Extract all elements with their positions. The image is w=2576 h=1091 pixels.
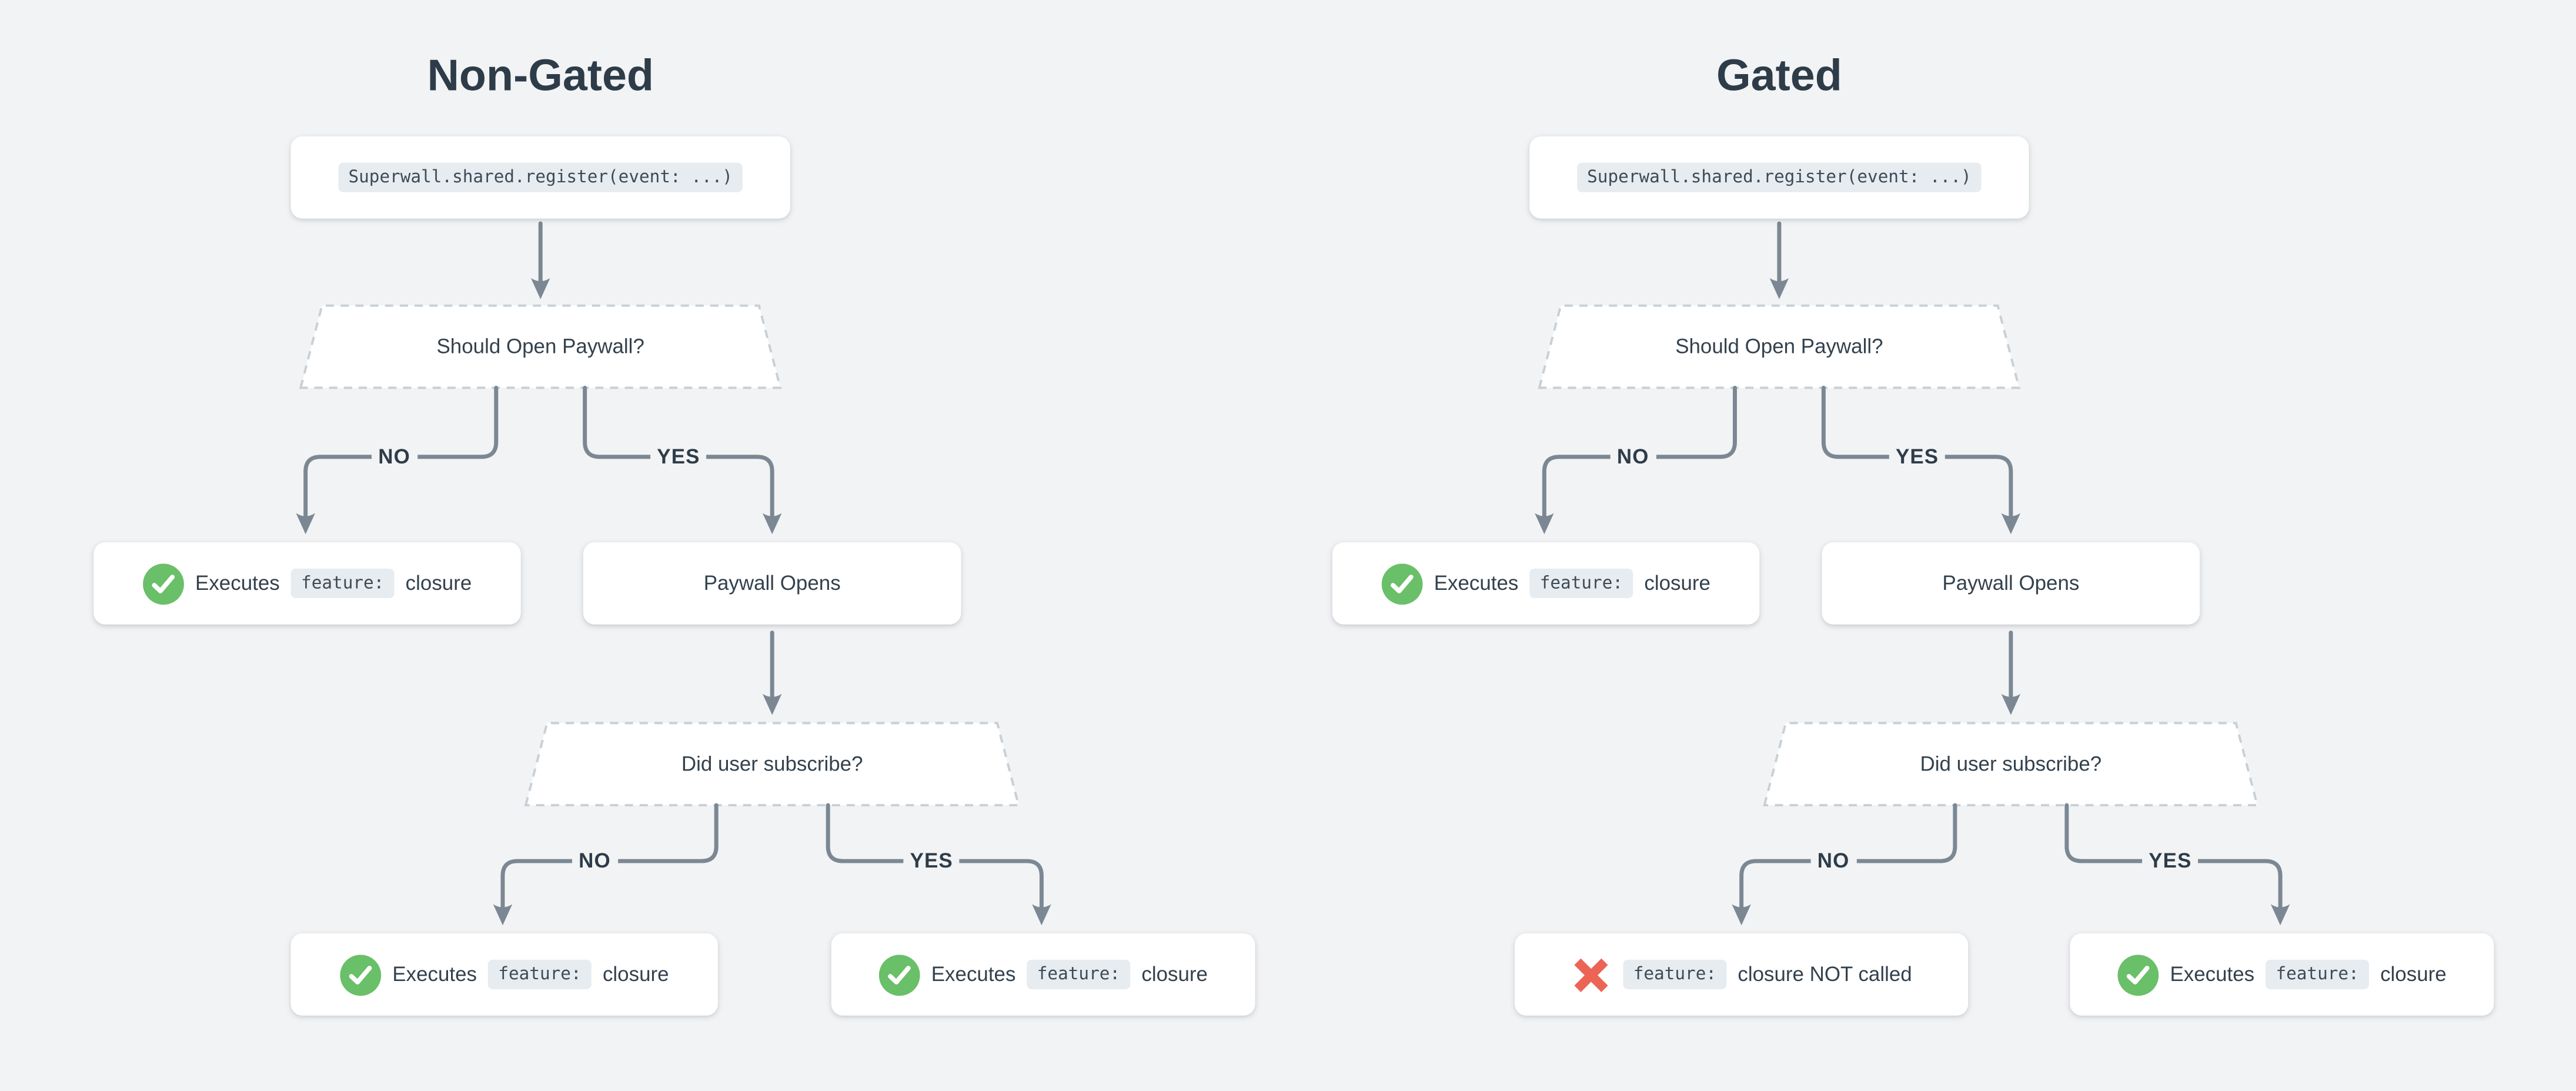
- check-circle-icon: [1381, 562, 1423, 604]
- check-circle-icon: [142, 562, 184, 604]
- node-paywall-opens: Paywall Opens: [583, 542, 961, 625]
- feature-code-chip: feature:: [291, 568, 395, 599]
- result-executes-feature-closure: Executes feature: closure: [93, 542, 521, 625]
- flowchart-gated: Gated Superwall.shared.register(event: .…: [1239, 0, 2527, 1091]
- decision-should-open-paywall: Should Open Paywall?: [1675, 335, 1883, 359]
- branch-label-yes: YES: [650, 445, 707, 469]
- feature-code-chip: feature:: [1623, 959, 1726, 990]
- cross-mark-icon: [1574, 957, 1609, 992]
- result-text-prefix: Executes: [2170, 963, 2255, 986]
- branch-label-no: NO: [1810, 849, 1856, 873]
- result-text-suffix: closure NOT called: [1738, 963, 1912, 986]
- result-status-icon: [1571, 954, 1612, 995]
- feature-code-chip: feature:: [1027, 959, 1130, 990]
- feature-code-chip: feature:: [2266, 959, 2369, 990]
- result-text-suffix: closure: [405, 572, 472, 595]
- branch-label-yes: YES: [903, 849, 960, 873]
- result-status-icon: [339, 953, 381, 995]
- branch-label-yes: YES: [1889, 445, 1946, 469]
- branch-label-no: NO: [1610, 445, 1656, 469]
- code-snippet: Superwall.shared.register(event: ...): [338, 162, 743, 193]
- check-circle-icon: [339, 953, 381, 995]
- flowchart-non-gated: Non-Gated Superwall.shared.register(even…: [93, 51, 1255, 1016]
- result-text-prefix: Executes: [392, 963, 477, 986]
- decision-should-open-paywall: Should Open Paywall?: [436, 335, 644, 359]
- check-circle-icon: [878, 953, 920, 995]
- result-text-suffix: closure: [1141, 963, 1208, 986]
- branch-label-no: NO: [372, 445, 417, 469]
- result-executes-feature-closure: Executes feature: closure: [1332, 542, 1760, 625]
- result-text-suffix: closure: [2380, 963, 2447, 986]
- result-status-icon: [142, 562, 184, 604]
- decision-did-user-subscribe: Did user subscribe?: [681, 752, 863, 776]
- result-status-icon: [1381, 562, 1423, 604]
- result-executes-feature-closure: Executes feature: closure: [2070, 933, 2494, 1016]
- result-text-prefix: Executes: [195, 572, 280, 595]
- register-call-node: Superwall.shared.register(event: ...): [290, 136, 790, 219]
- node-label: Paywall Opens: [703, 572, 841, 595]
- result-text-prefix: Executes: [1434, 572, 1519, 595]
- node-label: Paywall Opens: [1942, 572, 2080, 595]
- branch-label-no: NO: [572, 849, 617, 873]
- branch-label-yes: YES: [2142, 849, 2199, 873]
- result-status-icon: [878, 953, 920, 995]
- result-text-suffix: closure: [602, 963, 669, 986]
- check-circle-icon: [2117, 953, 2159, 995]
- result-status-icon: [2117, 953, 2159, 995]
- result-executes-feature-closure: Executes feature: closure: [290, 933, 718, 1016]
- result-feature-closure-not-called: feature: closure NOT called: [1515, 933, 1969, 1016]
- result-text-prefix: Executes: [931, 963, 1016, 986]
- code-snippet: Superwall.shared.register(event: ...): [1577, 162, 1982, 193]
- decision-did-user-subscribe: Did user subscribe?: [1920, 752, 2102, 776]
- feature-code-chip: feature:: [1529, 568, 1633, 599]
- feature-code-chip: feature:: [488, 959, 592, 990]
- result-executes-feature-closure: Executes feature: closure: [831, 933, 1255, 1016]
- node-paywall-opens: Paywall Opens: [1822, 542, 2200, 625]
- register-call-node: Superwall.shared.register(event: ...): [1529, 136, 2029, 219]
- flow-title: Non-Gated: [427, 51, 654, 101]
- result-text-suffix: closure: [1644, 572, 1710, 595]
- flow-title: Gated: [1716, 51, 1842, 101]
